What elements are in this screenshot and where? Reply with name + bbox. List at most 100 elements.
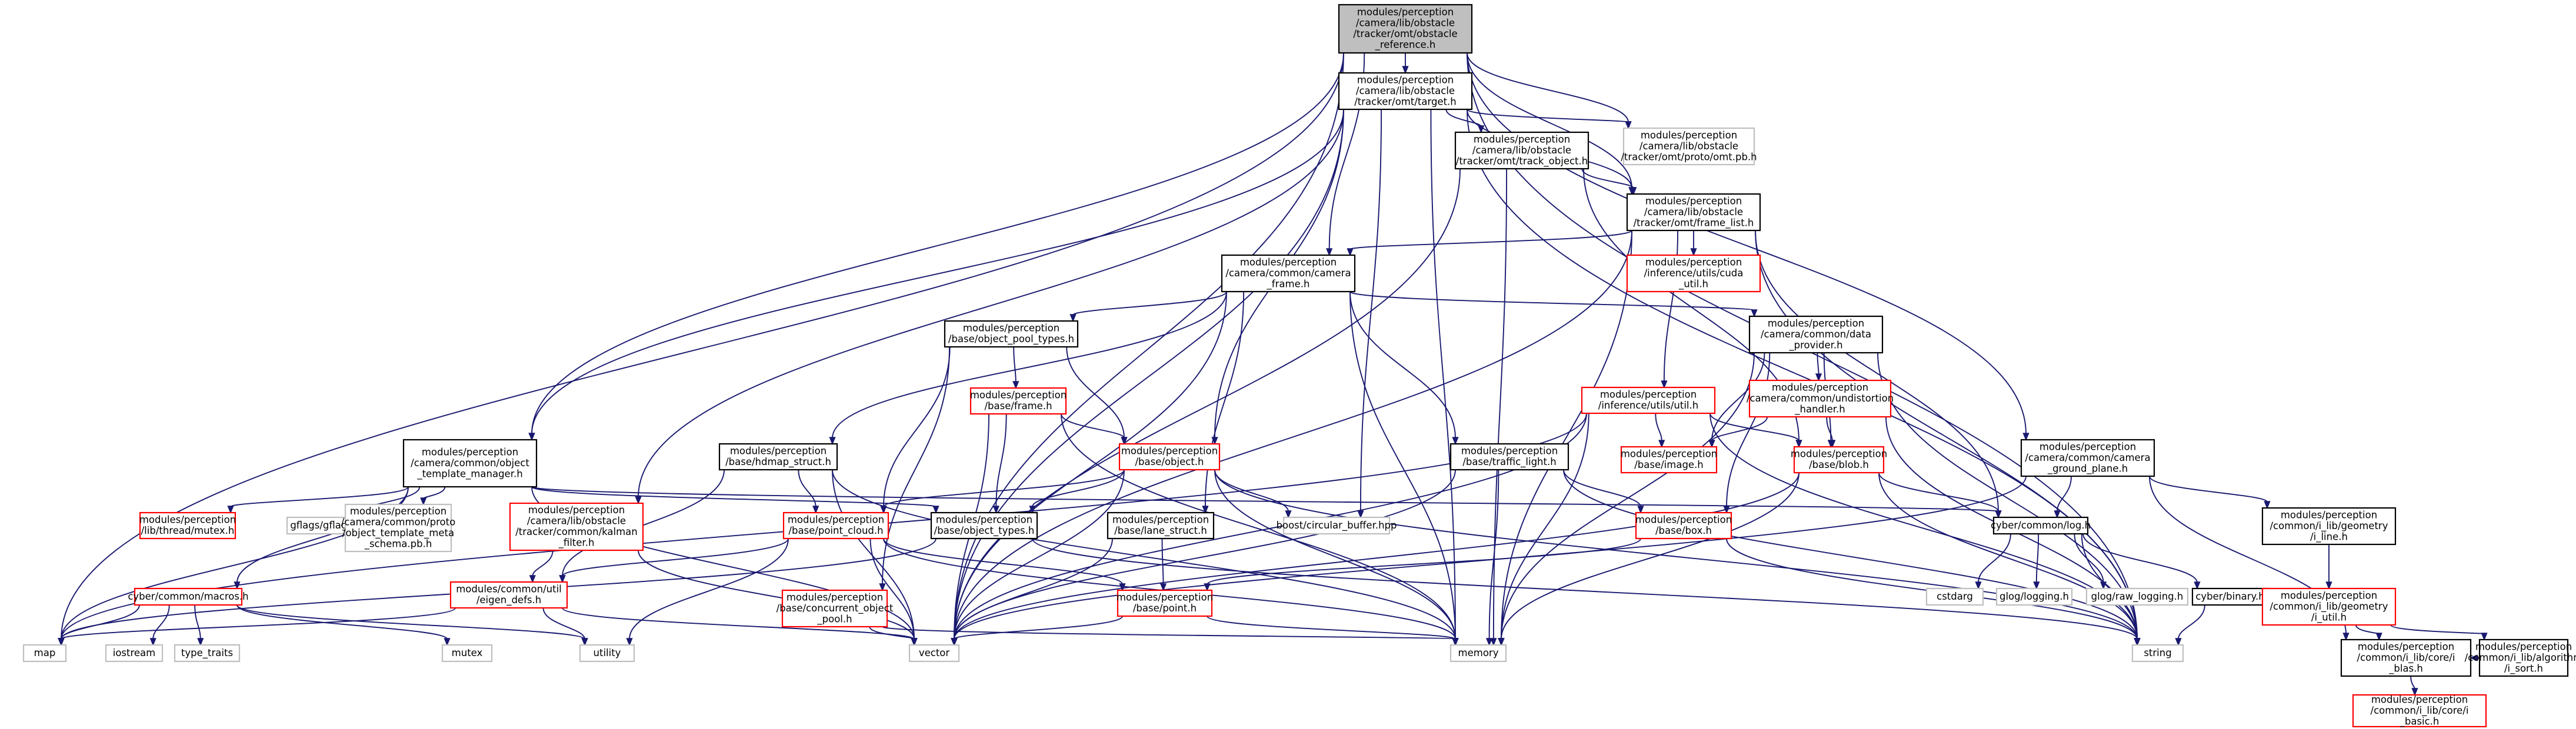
edge-macros-to-typetraits [194,604,204,646]
edge-arrowhead [2470,654,2478,661]
node-label-line: cyber/common/log.h [1991,520,2091,531]
node-label-line: modules/perception [1112,514,1209,526]
edge-framelist-to-log [1755,230,2002,519]
edge-arrowhead [1498,638,1505,646]
node-label-line: /i_line.h [2310,531,2348,543]
node-point[interactable]: modules/perception/base/point.h [1117,589,1213,617]
node-object[interactable]: modules/perception/base/object.h [1118,443,1221,471]
node-label-line: modules/perception [1121,446,1218,457]
node-macros[interactable]: cyber/common/macros.h [128,587,249,606]
edge-arrowhead [1452,437,1459,445]
node-label-line: modules/common/util [456,584,562,595]
node-log[interactable]: cyber/common/log.h [1991,516,2091,535]
node-camframe[interactable]: modules/perception/camera/common/camera_… [1221,254,1356,293]
edge-arrowhead [1490,638,1497,646]
node-iostream[interactable]: iostream [105,644,164,663]
node-box [1995,587,2073,606]
node-isort[interactable]: modules/perception/common/i_lib/algorith… [2465,638,2576,677]
node-image[interactable]: modules/perception/base/image.h [1621,446,1717,474]
node-label-line: /i_sort.h [2504,663,2543,674]
node-binary[interactable]: cyber/binary.h [2191,587,2269,606]
node-box [1221,254,1356,293]
node-groundplane[interactable]: modules/perception/camera/common/camera_… [2020,439,2155,477]
node-rawlog[interactable]: glog/raw_logging.h [2085,587,2189,606]
edge-arrowhead [1159,583,1167,591]
node-label-line: modules/perception [528,504,625,516]
node-lineh[interactable]: modules/perception/common/i_lib/geometry… [2261,507,2397,546]
node-label-line: modules/perception [936,514,1032,526]
node-utility[interactable]: utility [579,644,635,663]
node-mutex[interactable]: mutex [441,644,493,663]
node-traffic[interactable]: modules/perception/base/traffic_light.h [1449,443,1569,471]
node-frame[interactable]: modules/perception/base/frame.h [970,387,1067,415]
node-box[interactable]: modules/perception/base/box.h [1635,511,1732,540]
node-ref[interactable]: modules/perception/camera/lib/obstacle/t… [1338,4,1473,54]
node-label-line: /common/i_lib/geometry [2270,520,2388,532]
node-vector[interactable]: vector [908,644,960,663]
node-label-line: modules/perception [1645,195,1742,206]
node-ibasic[interactable]: modules/perception/common/i_lib/core/i_b… [2352,694,2487,727]
node-glog[interactable]: glog/logging.h [1995,587,2073,606]
edge-lineh-to-iutil [2325,544,2332,590]
edge-arrowhead [2175,638,2182,646]
node-target[interactable]: modules/perception/camera/lib/obstacle/t… [1338,72,1473,111]
edge-groundplane-to-log [2054,476,2072,519]
edge-arrowhead [1658,440,1665,448]
node-label-line: modules/perception [1768,317,1864,329]
node-framelist[interactable]: modules/perception/camera/lib/obstacle/t… [1626,193,1761,232]
node-infutil[interactable]: modules/perception/inference/utils/util.… [1581,386,1716,414]
node-objtmpl[interactable]: modules/perception/camera/common/object_… [402,439,538,488]
node-label-line: cstdarg [1937,591,1973,602]
node-label-line: modules/perception [1357,6,1454,18]
node-iutil[interactable]: modules/perception/common/i_lib/geometry… [2261,587,2397,626]
node-typetraits[interactable]: type_traits [174,644,241,663]
node-label-line: modules/perception [970,390,1067,401]
node-label-line: /base/point.h [1133,603,1197,614]
node-box [1793,446,1885,474]
node-concobj[interactable]: modules/perception/base/concurrent_objec… [777,589,894,628]
node-memory[interactable]: memory [1449,644,1507,663]
node-dataprov[interactable]: modules/perception/camera/common/data_pr… [1748,315,1884,354]
edge-hdmap-to-memory [832,469,1459,646]
node-box [449,581,568,609]
edge-arrowhead [932,506,939,514]
node-omtpb[interactable]: modules/perception/camera/lib/obstacle/t… [1621,127,1757,166]
node-kalman[interactable]: modules/perception/camera/lib/obstacle/t… [509,502,644,551]
node-objtypes[interactable]: modules/perception/base/object_types.h [930,511,1038,540]
node-pointcloud[interactable]: modules/perception/base/point_cloud.h [782,511,889,540]
edge-isort-to-iblas [2470,654,2480,661]
node-circbuf[interactable]: boost/circular_buffer.hpp [1277,516,1397,535]
node-blob[interactable]: modules/perception/base/blob.h [1791,446,1887,474]
node-iblas[interactable]: modules/perception/common/i_lib/core/i_b… [2340,638,2472,677]
edge-binary-to-string [2175,604,2205,646]
edge-traffic-to-box [1563,469,1644,514]
node-tmplpb[interactable]: modules/perception/camera/common/proto/o… [341,503,455,553]
node-string[interactable]: string [2131,644,2184,663]
node-map[interactable]: map [22,644,67,663]
node-label-line: modules/perception [1461,446,1558,457]
edge-object-to-circbuf [1214,469,1292,519]
node-label-line: /i_util.h [2311,611,2347,623]
node-cudautil[interactable]: modules/perception/inference/utils/cuda_… [1626,254,1761,293]
node-label-line: /camera/common/camera [1225,267,1351,279]
node-label-line: /common/i_lib/algorithm [2465,652,2576,664]
edge-arrowhead [1452,638,1459,646]
edge-blob-to-log [1878,472,2002,519]
edge-arrowhead [149,638,156,646]
node-objpool[interactable]: modules/perception/base/object_pool_type… [944,320,1079,348]
node-eigendefs[interactable]: modules/common/util/eigen_defs.h [449,581,568,609]
edge-pointcloud-to-eigendefs [559,538,789,583]
edge-infutil-to-image [1655,413,1665,448]
edge-arrowhead [992,506,999,514]
node-trackobj[interactable]: modules/perception/camera/lib/obstacle/t… [1454,131,1589,170]
node-hdmap[interactable]: modules/perception/base/hdmap_struct.h [718,443,838,471]
node-box [781,589,888,628]
node-mutexh[interactable]: modules/perception/lib/thread/mutex.h [139,511,236,540]
edge-arrowhead [1204,583,1211,591]
node-cstdarg[interactable]: cstdarg [1925,587,1984,606]
node-label-line: modules/perception [1621,449,1717,460]
node-undist[interactable]: modules/perception/camera/common/undisto… [1747,379,1894,418]
node-lanestruct[interactable]: modules/perception/base/lane_struct.h [1107,511,1215,540]
edge-objtmpl-to-objtypes [531,486,939,514]
node-box [1925,587,1984,606]
